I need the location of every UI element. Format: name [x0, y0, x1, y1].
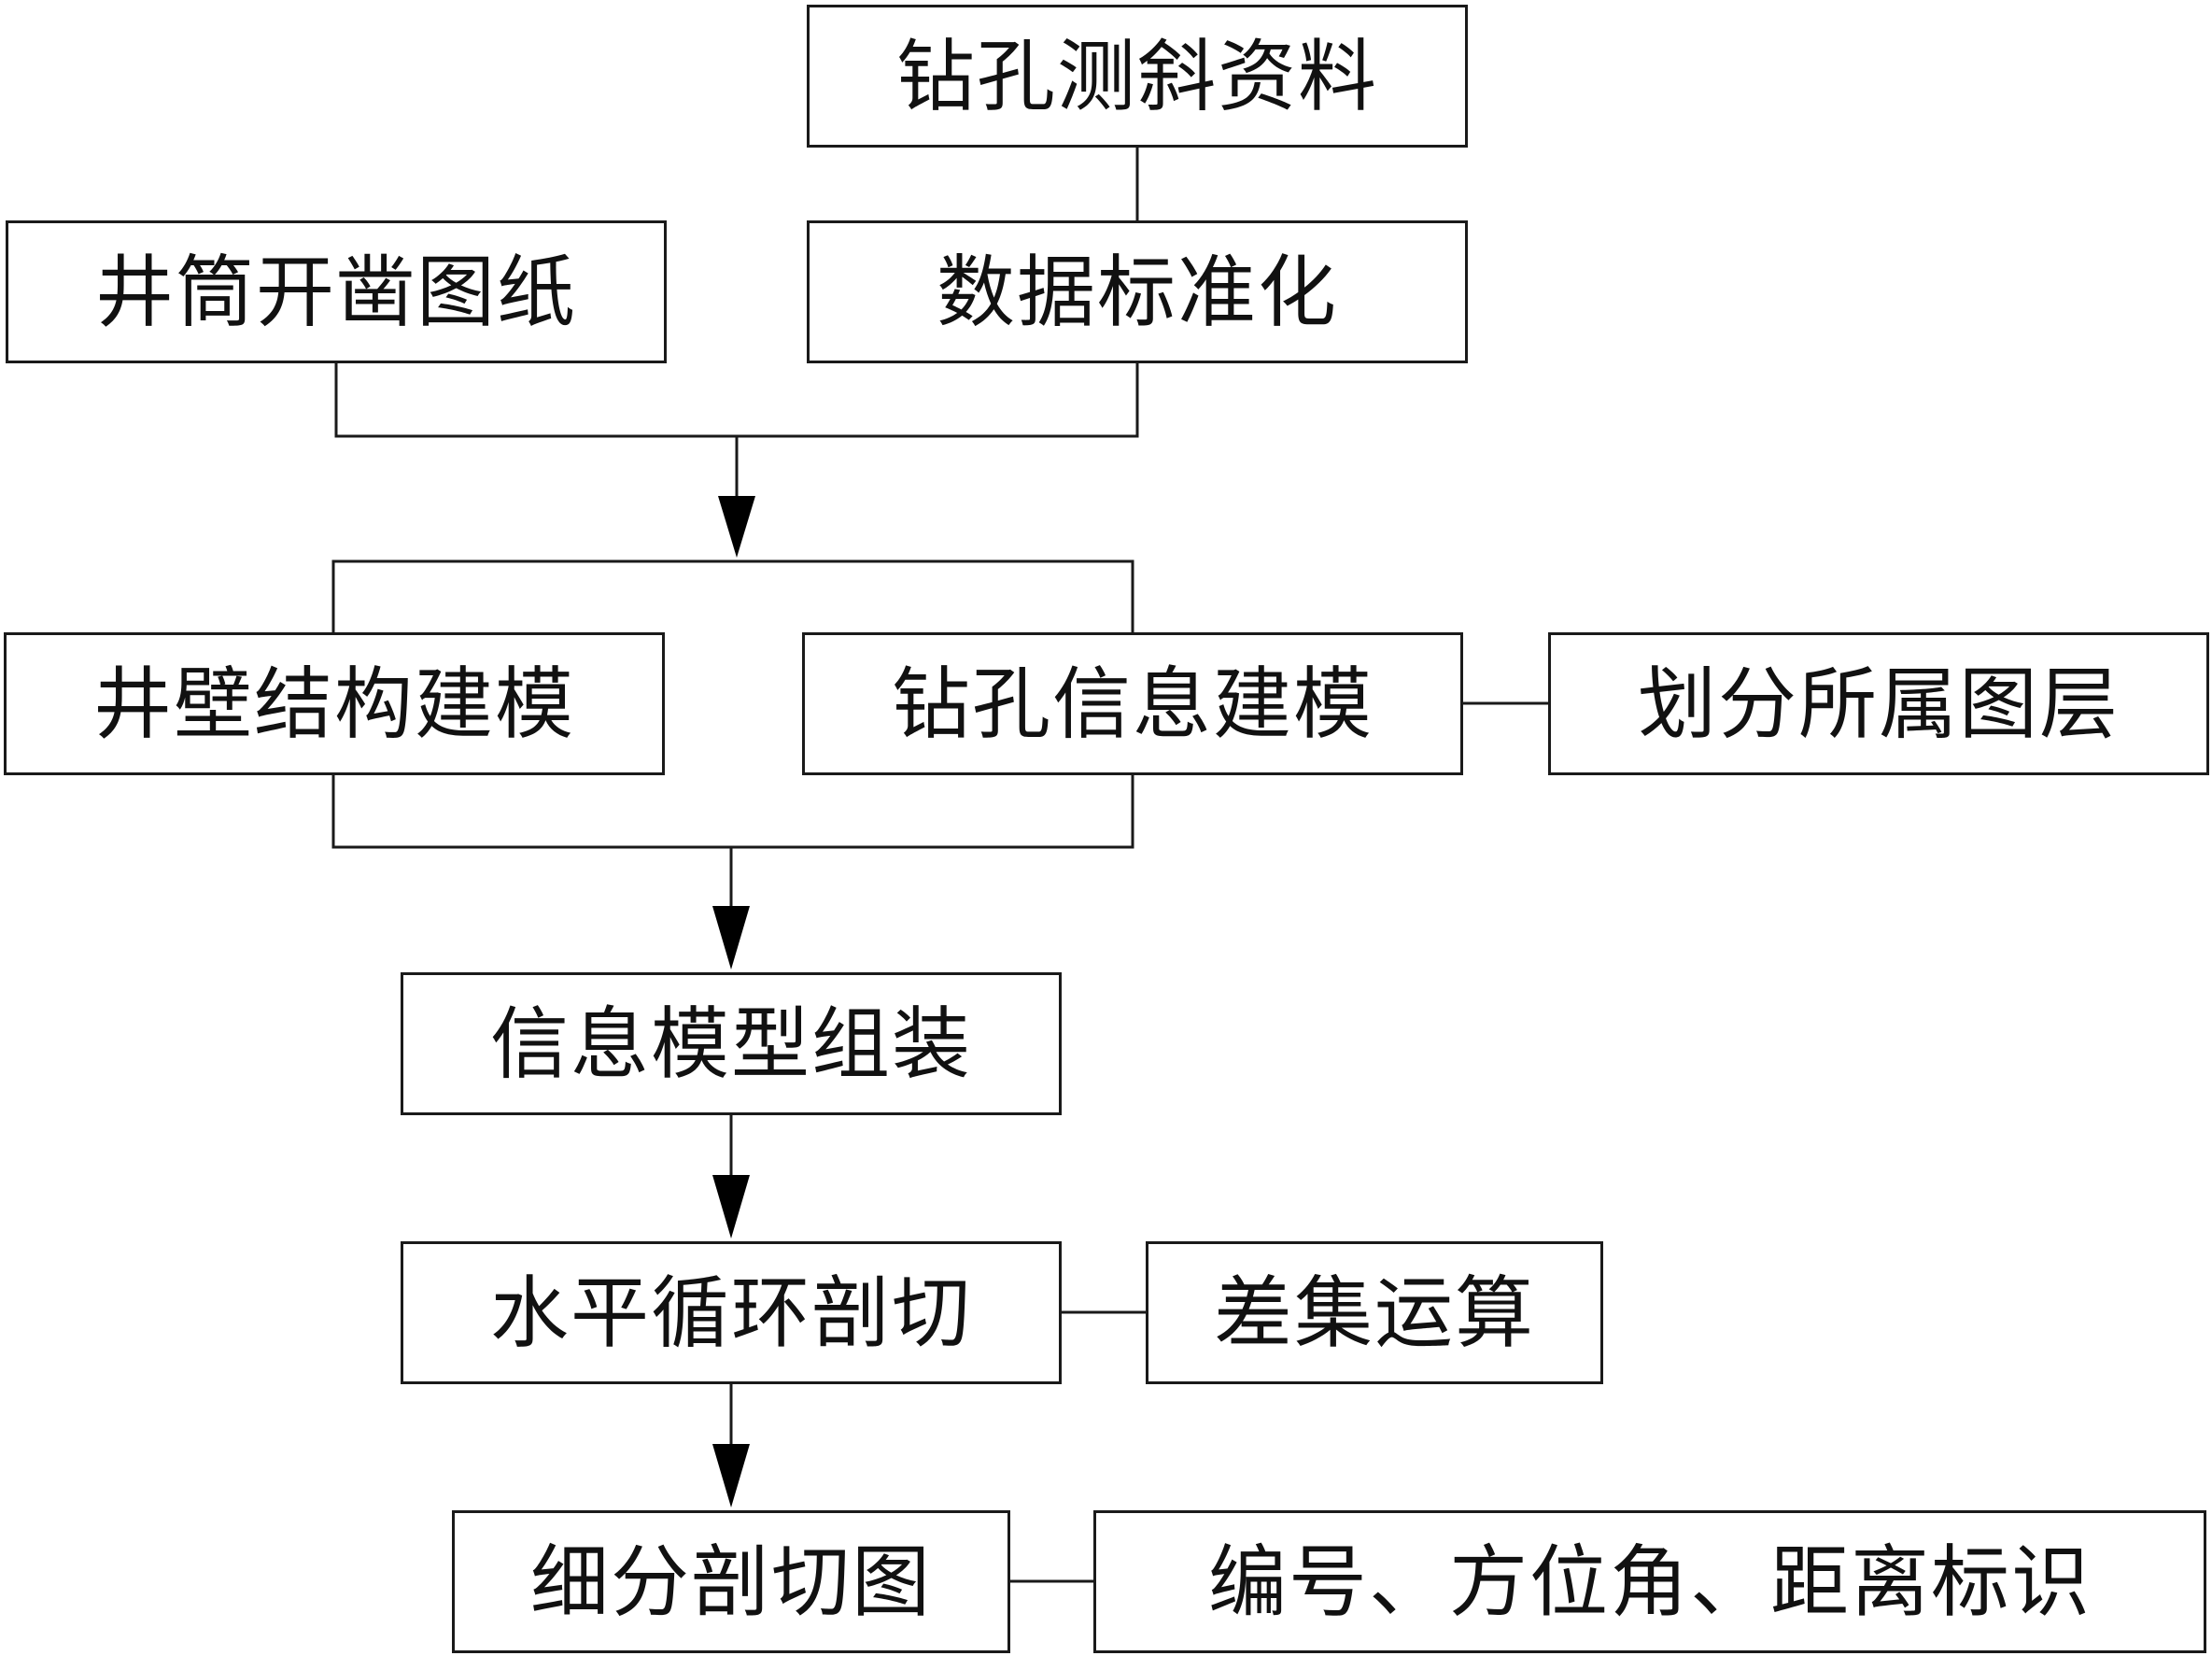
data-standardization-box: 数据标准化 [807, 220, 1468, 363]
arrowhead-to-slice [712, 1175, 750, 1238]
connector-merge-top [334, 363, 1139, 438]
horizontal-loop-slicing-box: 水平循环剖切 [401, 1241, 1062, 1384]
info-model-assembly-box: 信息模型组装 [401, 972, 1062, 1115]
difference-operation-label: 差集运算 [1213, 1267, 1535, 1359]
shaft-excavation-drawing-label: 井筒开凿图纸 [94, 246, 577, 338]
borehole-inclination-data-box: 钻孔测斜资料 [807, 5, 1468, 148]
shaft-wall-modeling-box: 井壁结构建模 [4, 632, 665, 775]
borehole-info-modeling-box: 钻孔信息建模 [802, 632, 1463, 775]
shaft-wall-modeling-label: 井壁结构建模 [92, 658, 575, 750]
layer-division-box: 划分所属图层 [1548, 632, 2209, 775]
difference-operation-box: 差集运算 [1146, 1241, 1603, 1384]
arrowhead-to-split [718, 496, 755, 558]
data-standardization-label: 数据标准化 [936, 246, 1338, 338]
horizontal-loop-slicing-label: 水平循环剖切 [489, 1267, 972, 1359]
shaft-excavation-drawing-box: 井筒开凿图纸 [6, 220, 667, 363]
info-model-assembly-label: 信息模型组装 [489, 998, 972, 1090]
subdivided-section-box: 细分剖切图 [452, 1510, 1010, 1653]
borehole-info-modeling-label: 钻孔信息建模 [891, 658, 1374, 750]
subdivided-section-label: 细分剖切图 [529, 1536, 932, 1628]
layer-division-label: 划分所属图层 [1637, 658, 2120, 750]
number-azimuth-distance-label: 编号、方位角、距离标识 [1207, 1536, 2092, 1628]
number-azimuth-distance-box: 编号、方位角、距离标识 [1093, 1510, 2206, 1653]
arrowhead-to-section [712, 1444, 750, 1507]
borehole-inclination-data-label: 钻孔测斜资料 [895, 30, 1378, 122]
arrowhead-to-assemble [712, 906, 750, 969]
connector-split-models [331, 559, 1134, 632]
connector-merge-models [331, 775, 1134, 849]
